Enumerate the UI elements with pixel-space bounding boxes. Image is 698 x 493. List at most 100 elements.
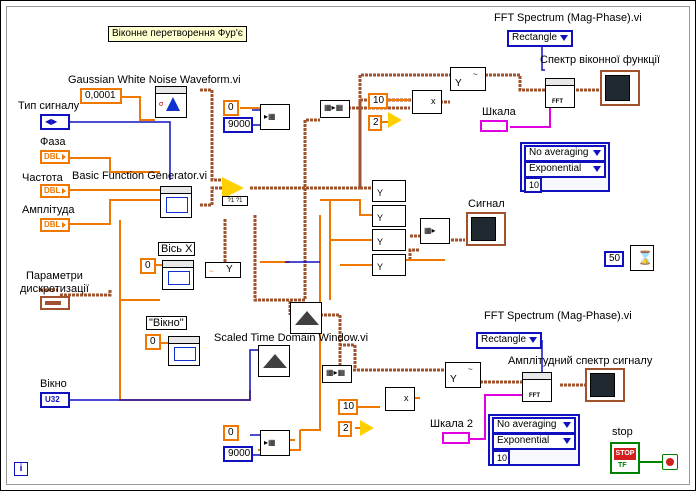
loop-condition[interactable] — [662, 454, 678, 470]
axis-x-label: Вісь X — [158, 242, 196, 256]
amplitude-spectrum-graph[interactable] — [585, 368, 625, 402]
fft-bottom-label: FFT Spectrum (Mag-Phase).vi — [484, 310, 632, 322]
averaging-bottom-ring[interactable]: No averaging — [492, 417, 576, 434]
function-generator-icon — [166, 197, 188, 213]
avg-count-top[interactable]: 10 — [524, 177, 542, 193]
window-shape-icon — [295, 311, 319, 325]
multiply-text-2: x — [404, 393, 409, 403]
averaging-top-cluster[interactable]: No averaging Exponential 10 — [520, 142, 610, 193]
fft-top-text: FFT — [552, 99, 563, 105]
mid-build-2[interactable]: Y — [372, 205, 406, 227]
int-wires — [70, 45, 545, 456]
window-u32-control[interactable]: U32 — [40, 392, 70, 408]
subset-icon: ▸▦ — [264, 112, 276, 121]
sampling-params-label-2: дискретизації — [20, 283, 89, 295]
window-bottom-ring[interactable]: Rectangle — [476, 332, 542, 349]
top-two-constant[interactable]: 2 — [368, 115, 382, 131]
fft-top-vi[interactable]: FFT — [545, 78, 575, 108]
fft-bottom-vi[interactable]: FFT — [522, 372, 552, 402]
add-node[interactable] — [222, 177, 244, 199]
axis-x-build-waveform[interactable]: Y ~ — [205, 262, 241, 278]
window-zero-constant[interactable]: 0 — [145, 334, 161, 350]
window-shape-icon-2 — [263, 354, 287, 368]
phase-label: Фаза — [40, 136, 66, 148]
bottom-array-node[interactable]: ▦▸▦ — [322, 365, 352, 383]
avg-count-bottom[interactable]: 10 — [492, 450, 510, 466]
stop-button-face: STOP — [614, 448, 636, 460]
frequency-label: Частота — [22, 172, 63, 184]
wait-node[interactable]: ⌛ — [630, 245, 654, 271]
basic-function-generator-vi[interactable] — [160, 186, 192, 218]
bottom-zero-constant[interactable]: 0 — [223, 425, 239, 441]
subset-icon-2: ▸▦ — [264, 438, 276, 447]
wait-constant[interactable]: 50 — [604, 251, 624, 267]
add-node-terminals: ?1 ?1 — [222, 196, 248, 206]
weighting-top-ring[interactable]: Exponential — [524, 161, 606, 178]
top-samples-constant[interactable]: 9000 — [223, 117, 253, 133]
top-ten-constant[interactable]: 10 — [368, 93, 388, 109]
scaled-window-label: Scaled Time Domain Window.vi — [214, 332, 369, 344]
scale-control[interactable] — [480, 120, 508, 132]
axis-x-zero-constant[interactable]: 0 — [140, 258, 156, 274]
averaging-top-ring[interactable]: No averaging — [524, 145, 606, 162]
bottom-multiply-node[interactable]: x — [385, 387, 415, 411]
tf-tag: TF — [618, 462, 627, 469]
bottom-power-node[interactable] — [360, 420, 374, 436]
weighting-bottom-ring[interactable]: Exponential — [492, 433, 576, 450]
window-string-label: "Вікно" — [146, 316, 187, 330]
mid-build-2-y: Y — [377, 213, 384, 223]
bottom-samples-constant[interactable]: 9000 — [223, 446, 253, 462]
sampling-params-control[interactable] — [40, 296, 70, 310]
frequency-control[interactable]: DBL — [40, 184, 70, 198]
loop-iteration-icon: i — [14, 462, 28, 476]
gaussian-noise-vi[interactable]: σ — [155, 86, 187, 118]
scale2-label: Шкала 2 — [430, 418, 473, 430]
mid-array-node[interactable]: ▦▸ — [420, 218, 450, 244]
wave-icon-2: ~ — [473, 70, 478, 79]
enum-arrows-icon: ◀▶ — [45, 117, 58, 126]
bottom-subset-node[interactable]: ▸▦ — [260, 430, 290, 456]
build-y-text: Y — [226, 264, 233, 275]
amplitude-control[interactable]: DBL — [40, 218, 70, 232]
signal-label: Сигнал — [468, 198, 505, 210]
bottom-two-constant[interactable]: 2 — [338, 421, 352, 437]
scale2-control[interactable] — [442, 432, 470, 444]
signal-graph[interactable] — [466, 212, 506, 246]
mid-build-3[interactable]: Y — [372, 229, 406, 251]
stop-button[interactable]: STOP TF — [610, 442, 640, 474]
amplitude-label: Амплітуда — [22, 204, 75, 216]
wave-icon-3: ~ — [468, 365, 473, 374]
array-icon-2: ▦▸ — [424, 226, 436, 235]
signal-type-enum[interactable]: ◀▶ — [40, 114, 70, 130]
scaled-window-vi-bottom[interactable] — [258, 345, 290, 377]
multiply-text: x — [431, 96, 436, 106]
top-build-waveform[interactable]: Y ~ — [450, 67, 486, 91]
axis-x-generator-vi[interactable] — [162, 260, 194, 290]
bottom-build-waveform[interactable]: Y ~ — [445, 362, 481, 388]
mid-build-1[interactable]: Y — [372, 180, 406, 202]
window-spectrum-graph[interactable] — [600, 70, 640, 106]
scaled-window-vi-top[interactable] — [290, 302, 322, 334]
top-multiply-node[interactable]: x — [412, 90, 442, 114]
phase-control[interactable]: DBL — [40, 150, 70, 164]
generator-icon — [168, 271, 190, 285]
top-subset-node[interactable]: ▸▦ — [260, 104, 290, 130]
top-array-node[interactable]: ▦▸▦ — [320, 100, 350, 118]
gaussian-noise-label: Gaussian White Noise Waveform.vi — [68, 74, 241, 86]
top-power-node[interactable] — [388, 112, 402, 128]
top-zero-constant[interactable]: 0 — [223, 100, 239, 116]
array-icon: ▦▸▦ — [324, 103, 344, 112]
mid-build-4[interactable]: Y — [372, 254, 406, 276]
window-top-ring[interactable]: Rectangle — [507, 30, 573, 47]
bottom-ten-constant[interactable]: 10 — [338, 399, 358, 415]
window-generator-vi[interactable] — [168, 336, 200, 366]
window-function-spectrum-label: Спектр віконної функції — [540, 54, 661, 66]
fft-bottom-text: FFT — [529, 393, 540, 399]
mid-build-3-y: Y — [377, 237, 384, 247]
amplitude-spectrum-label: Амплітудний спектр сигналу — [508, 355, 653, 367]
averaging-bottom-cluster[interactable]: No averaging Exponential 10 — [488, 414, 580, 466]
generator-icon-2 — [174, 347, 196, 361]
mid-build-4-y: Y — [377, 262, 384, 272]
noise-amplitude-constant[interactable]: 0,0001 — [80, 88, 122, 104]
